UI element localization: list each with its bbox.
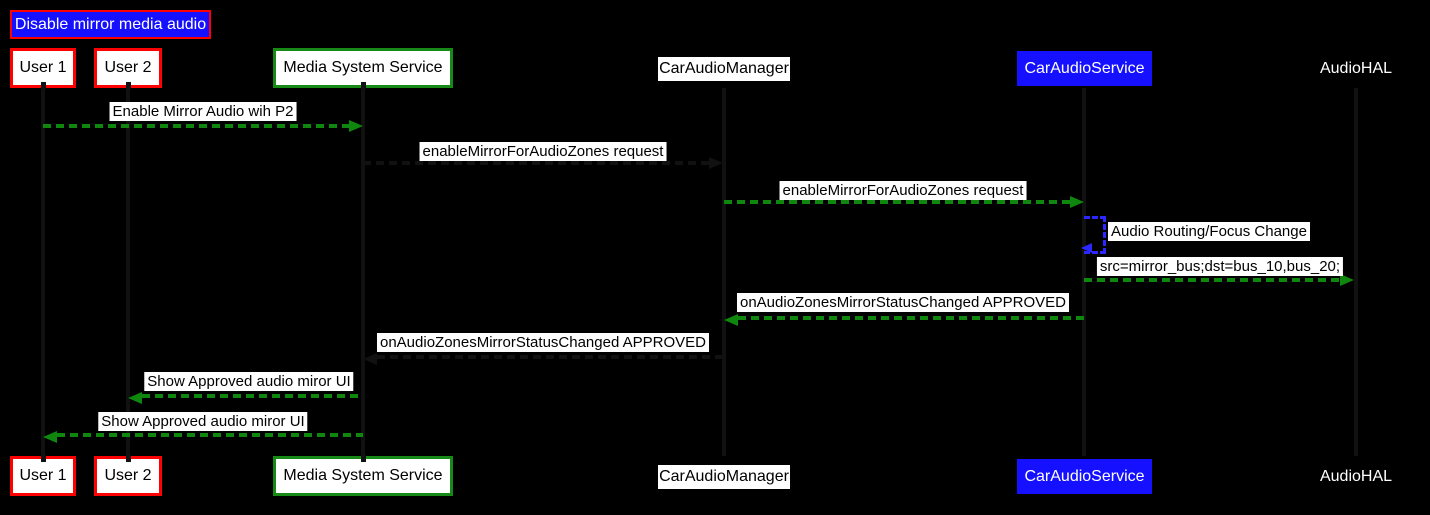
message-label: src=mirror_bus;dst=bus_10,bus_20; bbox=[1096, 257, 1344, 276]
message-arrow bbox=[738, 316, 1084, 320]
actor-top-user1: User 1 bbox=[10, 48, 76, 88]
message-label: Show Approved audio miror UI bbox=[144, 372, 354, 391]
self-message-loop bbox=[1084, 216, 1106, 254]
message-arrow bbox=[377, 355, 724, 359]
arrowhead-left bbox=[363, 353, 377, 365]
lifeline-notch bbox=[361, 455, 366, 462]
arrowhead-left bbox=[724, 314, 738, 326]
lifeline-notch bbox=[126, 455, 131, 462]
message-label: onAudioZonesMirrorStatusChanged APPROVED bbox=[736, 293, 1070, 312]
message-arrow bbox=[142, 394, 363, 398]
message-arrow bbox=[43, 124, 349, 128]
arrowhead-right bbox=[1340, 274, 1354, 286]
actor-bottom-audiohal: AudioHAL bbox=[1319, 468, 1393, 485]
message-label: onAudioZonesMirrorStatusChanged APPROVED bbox=[376, 333, 710, 352]
arrowhead-left bbox=[43, 431, 57, 443]
message-arrow bbox=[1084, 278, 1340, 282]
lifeline-notch bbox=[361, 82, 366, 89]
lifeline-caraudiomanager bbox=[722, 88, 726, 456]
message-label: enableMirrorForAudioZones request bbox=[419, 142, 667, 161]
arrowhead-left bbox=[128, 392, 142, 404]
actor-bottom-caraudioservice: CarAudioService bbox=[1017, 459, 1152, 494]
message-arrow bbox=[363, 161, 709, 165]
actor-bottom-caraudiomanager: CarAudioManager bbox=[658, 465, 790, 489]
actor-bottom-user2: User 2 bbox=[94, 456, 162, 496]
actor-top-caraudioservice: CarAudioService bbox=[1017, 51, 1152, 86]
lifeline-user1 bbox=[41, 88, 45, 456]
message-label: Show Approved audio miror UI bbox=[98, 412, 308, 431]
actor-top-audiohal: AudioHAL bbox=[1319, 60, 1393, 77]
lifeline-notch bbox=[126, 82, 131, 89]
message-arrow bbox=[57, 433, 363, 437]
lifeline-audiohal bbox=[1354, 88, 1358, 456]
message-label: Audio Routing/Focus Change bbox=[1108, 222, 1310, 241]
lifeline-user2 bbox=[126, 88, 130, 456]
diagram-title: Disable mirror media audio bbox=[10, 10, 211, 39]
actor-bottom-media-system-service: Media System Service bbox=[273, 456, 453, 496]
lifeline-notch bbox=[41, 455, 46, 462]
message-label: enableMirrorForAudioZones request bbox=[779, 181, 1027, 200]
arrowhead-right bbox=[1070, 196, 1084, 208]
actor-bottom-user1: User 1 bbox=[10, 456, 76, 496]
arrowhead-right bbox=[349, 120, 363, 132]
lifeline-notch bbox=[41, 82, 46, 89]
message-label: Enable Mirror Audio wih P2 bbox=[109, 102, 297, 121]
message-arrow bbox=[724, 200, 1070, 204]
arrowhead-right bbox=[709, 157, 723, 169]
actor-top-caraudiomanager: CarAudioManager bbox=[658, 57, 790, 81]
arrowhead-left bbox=[1081, 243, 1092, 253]
lifeline-media-system-service bbox=[361, 88, 365, 456]
lifeline-caraudioservice bbox=[1082, 88, 1086, 456]
